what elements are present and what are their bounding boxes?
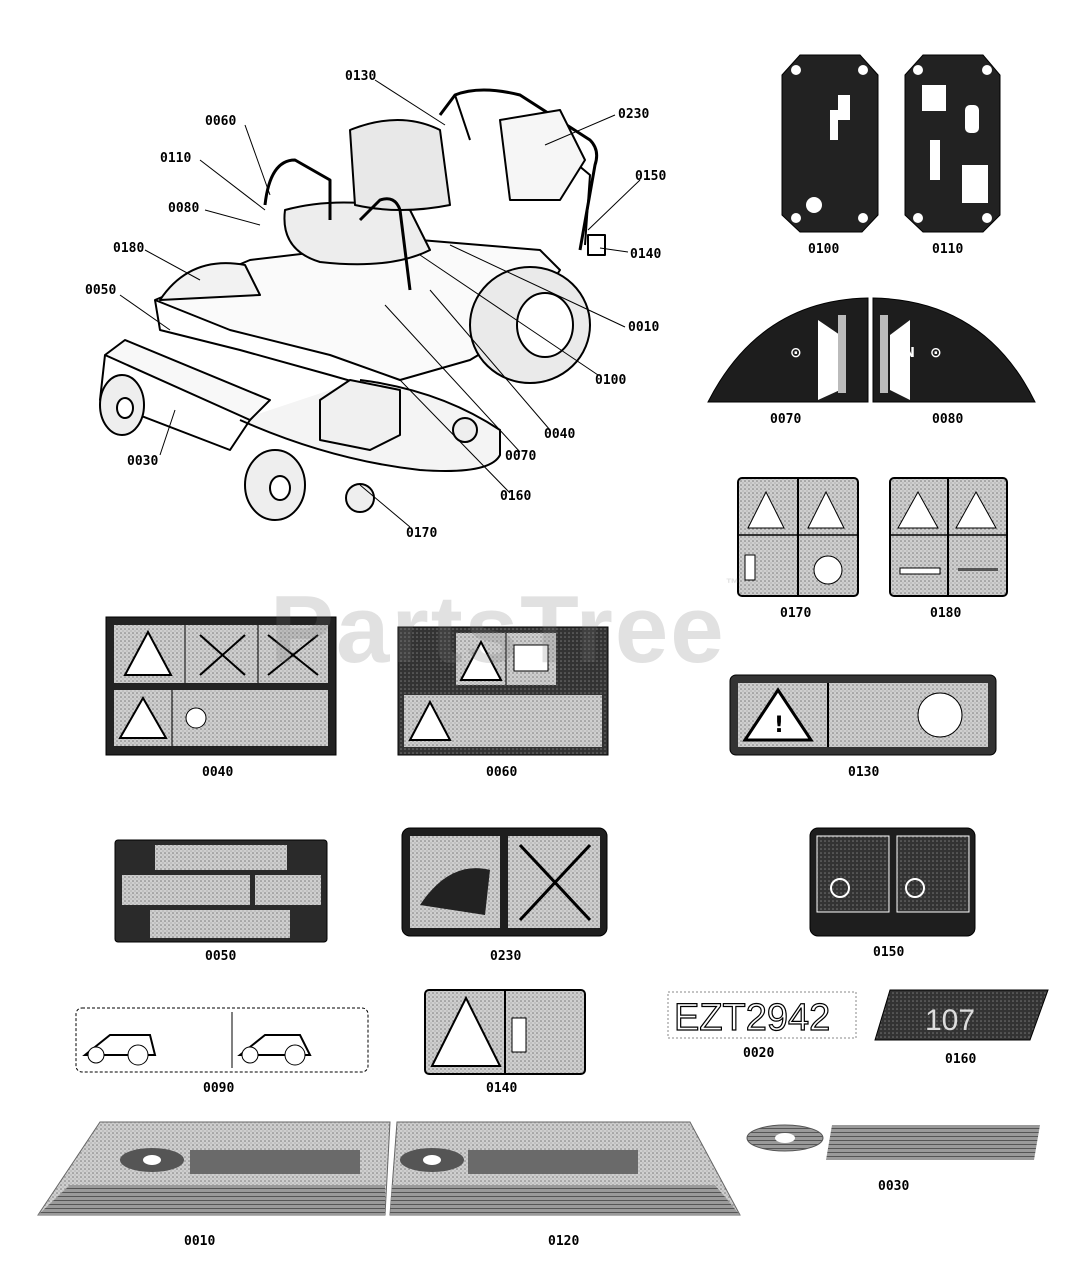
decal-label-0080: 0080	[932, 412, 963, 427]
decal-0230: 0230	[401, 827, 608, 964]
decal-0170: 0170	[737, 477, 859, 621]
decal-0070: ⊙ N 0070	[707, 297, 869, 427]
callout-0080: 0080	[168, 201, 199, 216]
callout-0070: 0070	[505, 449, 536, 464]
decal-label-0030: 0030	[878, 1179, 909, 1194]
decal-label-0170: 0170	[780, 606, 811, 621]
decal-label-0180: 0180	[930, 606, 961, 621]
decal-label-0040: 0040	[202, 765, 233, 780]
decal-label-0120: 0120	[548, 1234, 579, 1249]
mower-illustration	[99, 88, 606, 521]
callout-0230: 0230	[618, 107, 649, 122]
decal-0090: 0090	[75, 1007, 369, 1096]
decal-0030: 0030	[746, 1124, 1040, 1194]
watermark: PartsTree™	[270, 575, 742, 683]
callout-0180: 0180	[113, 241, 144, 256]
callout-labels: 0130 0060 0230 0110 0150 0080 0140 0180 …	[85, 69, 666, 541]
callout-0050: 0050	[85, 283, 116, 298]
callout-0160: 0160	[500, 489, 531, 504]
decal-label-0070: 0070	[770, 412, 801, 427]
decal-label-0110: 0110	[932, 242, 963, 257]
decal-0160: 107 0160	[874, 989, 1049, 1067]
decal-0130: ! 0130	[729, 674, 997, 780]
decal-0180: 0180	[889, 477, 1008, 621]
svg-text:!: !	[774, 713, 784, 738]
decal-label-0100: 0100	[808, 242, 839, 257]
callout-0060: 0060	[205, 114, 236, 129]
decal-label-0010: 0010	[184, 1234, 215, 1249]
leader-lines	[119, 79, 641, 528]
decal-0040: 0040	[105, 616, 337, 780]
svg-text:⊙: ⊙	[930, 345, 942, 361]
decal-label-0090: 0090	[203, 1081, 234, 1096]
decal-0050: 0050	[114, 839, 328, 964]
decal-0120: 0120	[389, 1121, 741, 1249]
svg-text:N: N	[818, 346, 829, 361]
decal-label-0050: 0050	[205, 949, 236, 964]
decal-0020: EZT2942 0020	[667, 991, 857, 1061]
decal-0110: 0110	[904, 54, 1001, 257]
callout-0010: 0010	[628, 320, 659, 335]
decal-0060: 0060	[397, 626, 609, 780]
callout-0100: 0100	[595, 373, 626, 388]
callout-0130: 0130	[345, 69, 376, 84]
callout-0030: 0030	[127, 454, 158, 469]
decal-label-0230: 0230	[490, 949, 521, 964]
callout-0140: 0140	[630, 247, 661, 262]
svg-text:N: N	[904, 346, 915, 361]
callout-0110: 0110	[160, 151, 191, 166]
decal-label-0160: 0160	[945, 1052, 976, 1067]
decal-0140: 0140	[424, 989, 586, 1096]
decal-label-0140: 0140	[486, 1081, 517, 1096]
callout-0040: 0040	[544, 427, 575, 442]
callout-0150: 0150	[635, 169, 666, 184]
svg-text:⊙: ⊙	[790, 345, 802, 361]
displacement-text: 107	[925, 1004, 975, 1037]
decal-label-0150: 0150	[873, 945, 904, 960]
model-text: EZT2942	[674, 997, 830, 1039]
decal-label-0060: 0060	[486, 765, 517, 780]
decal-0010: 0010	[37, 1121, 391, 1249]
decal-0150: 0150	[809, 827, 976, 960]
callout-0170: 0170	[406, 526, 437, 541]
decal-label-0020: 0020	[743, 1046, 774, 1061]
decal-label-0130: 0130	[848, 765, 879, 780]
decal-0100: 0100	[781, 54, 879, 257]
decal-0080: N ⊙ 0080	[872, 297, 1036, 427]
